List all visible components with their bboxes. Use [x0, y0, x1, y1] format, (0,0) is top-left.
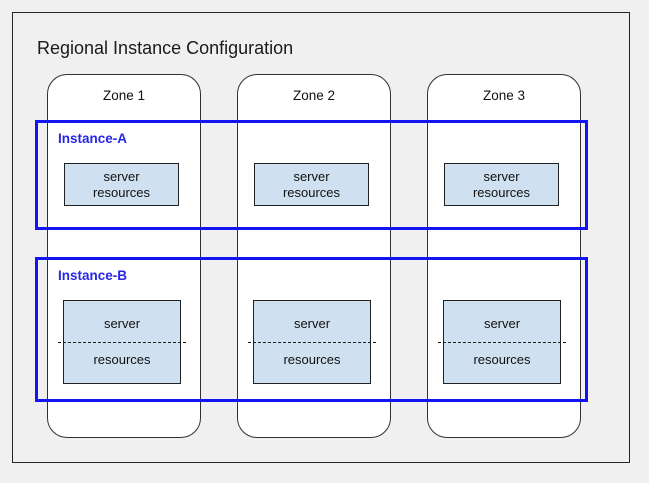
instance-label-a: Instance-A	[58, 131, 128, 146]
resource-line-2: resources	[92, 184, 151, 200]
resource-box-a-zone1[interactable]: server resources	[64, 163, 179, 206]
zone-label-1: Zone 1	[102, 88, 146, 103]
instance-band-b[interactable]: Instance-B	[35, 257, 588, 402]
resource-line-1: server	[483, 316, 521, 331]
resource-box-b-zone2[interactable]: server resources	[248, 300, 376, 384]
resource-box-a-zone3[interactable]: server resources	[444, 163, 559, 206]
resource-line-1: server	[483, 168, 520, 184]
instance-band-a[interactable]: Instance-A	[35, 120, 588, 230]
instance-label-b: Instance-B	[58, 268, 128, 283]
resource-line-1: server	[293, 168, 330, 184]
resource-line-2: resources	[93, 352, 151, 367]
resource-box-a-zone2[interactable]: server resources	[254, 163, 369, 206]
page-title: Regional Instance Configuration	[37, 38, 294, 58]
resource-line-1: server	[103, 168, 140, 184]
resource-line-1: server	[103, 316, 141, 331]
resource-line-2: resources	[473, 352, 531, 367]
resource-box-b-zone3[interactable]: server resources	[438, 300, 566, 384]
resource-line-2: resources	[472, 184, 531, 200]
resource-split-divider-icon	[438, 342, 566, 343]
resource-split-divider-icon	[248, 342, 376, 343]
resource-box-b-zone1[interactable]: server resources	[58, 300, 186, 384]
resource-line-2: resources	[283, 352, 341, 367]
resource-line-2: resources	[282, 184, 341, 200]
zone-label-2: Zone 2	[292, 88, 336, 103]
resource-split-divider-icon	[58, 342, 186, 343]
resource-line-1: server	[293, 316, 331, 331]
zone-label-3: Zone 3	[482, 88, 526, 103]
